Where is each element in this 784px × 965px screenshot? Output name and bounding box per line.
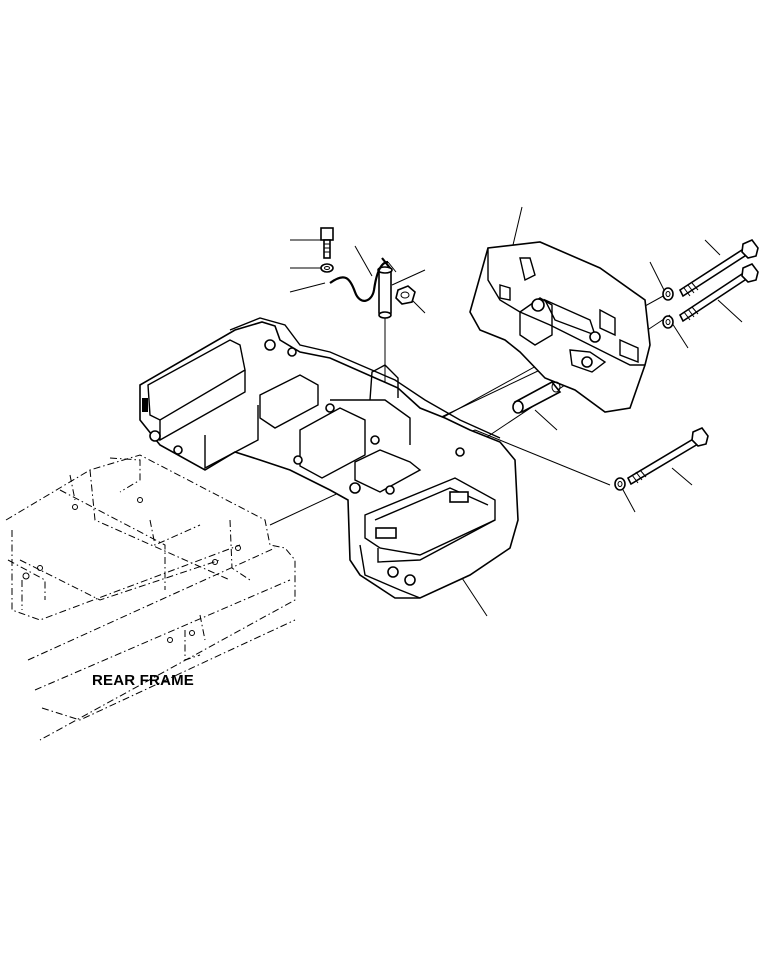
rear-frame <box>5 454 296 741</box>
rear-frame-label: REAR FRAME <box>92 672 194 689</box>
small-washer <box>320 263 334 273</box>
lower-bolt <box>678 263 759 323</box>
wire-harness <box>329 257 397 302</box>
pin <box>377 266 393 319</box>
spacer-tube <box>512 380 562 414</box>
counterweight-top-block <box>469 241 651 413</box>
counterweight-main <box>139 317 519 599</box>
long-bolt <box>626 427 709 486</box>
cap-nut <box>395 285 416 305</box>
bracket-bolt <box>320 227 334 259</box>
upper-bolt <box>678 239 759 298</box>
washer <box>614 287 674 491</box>
